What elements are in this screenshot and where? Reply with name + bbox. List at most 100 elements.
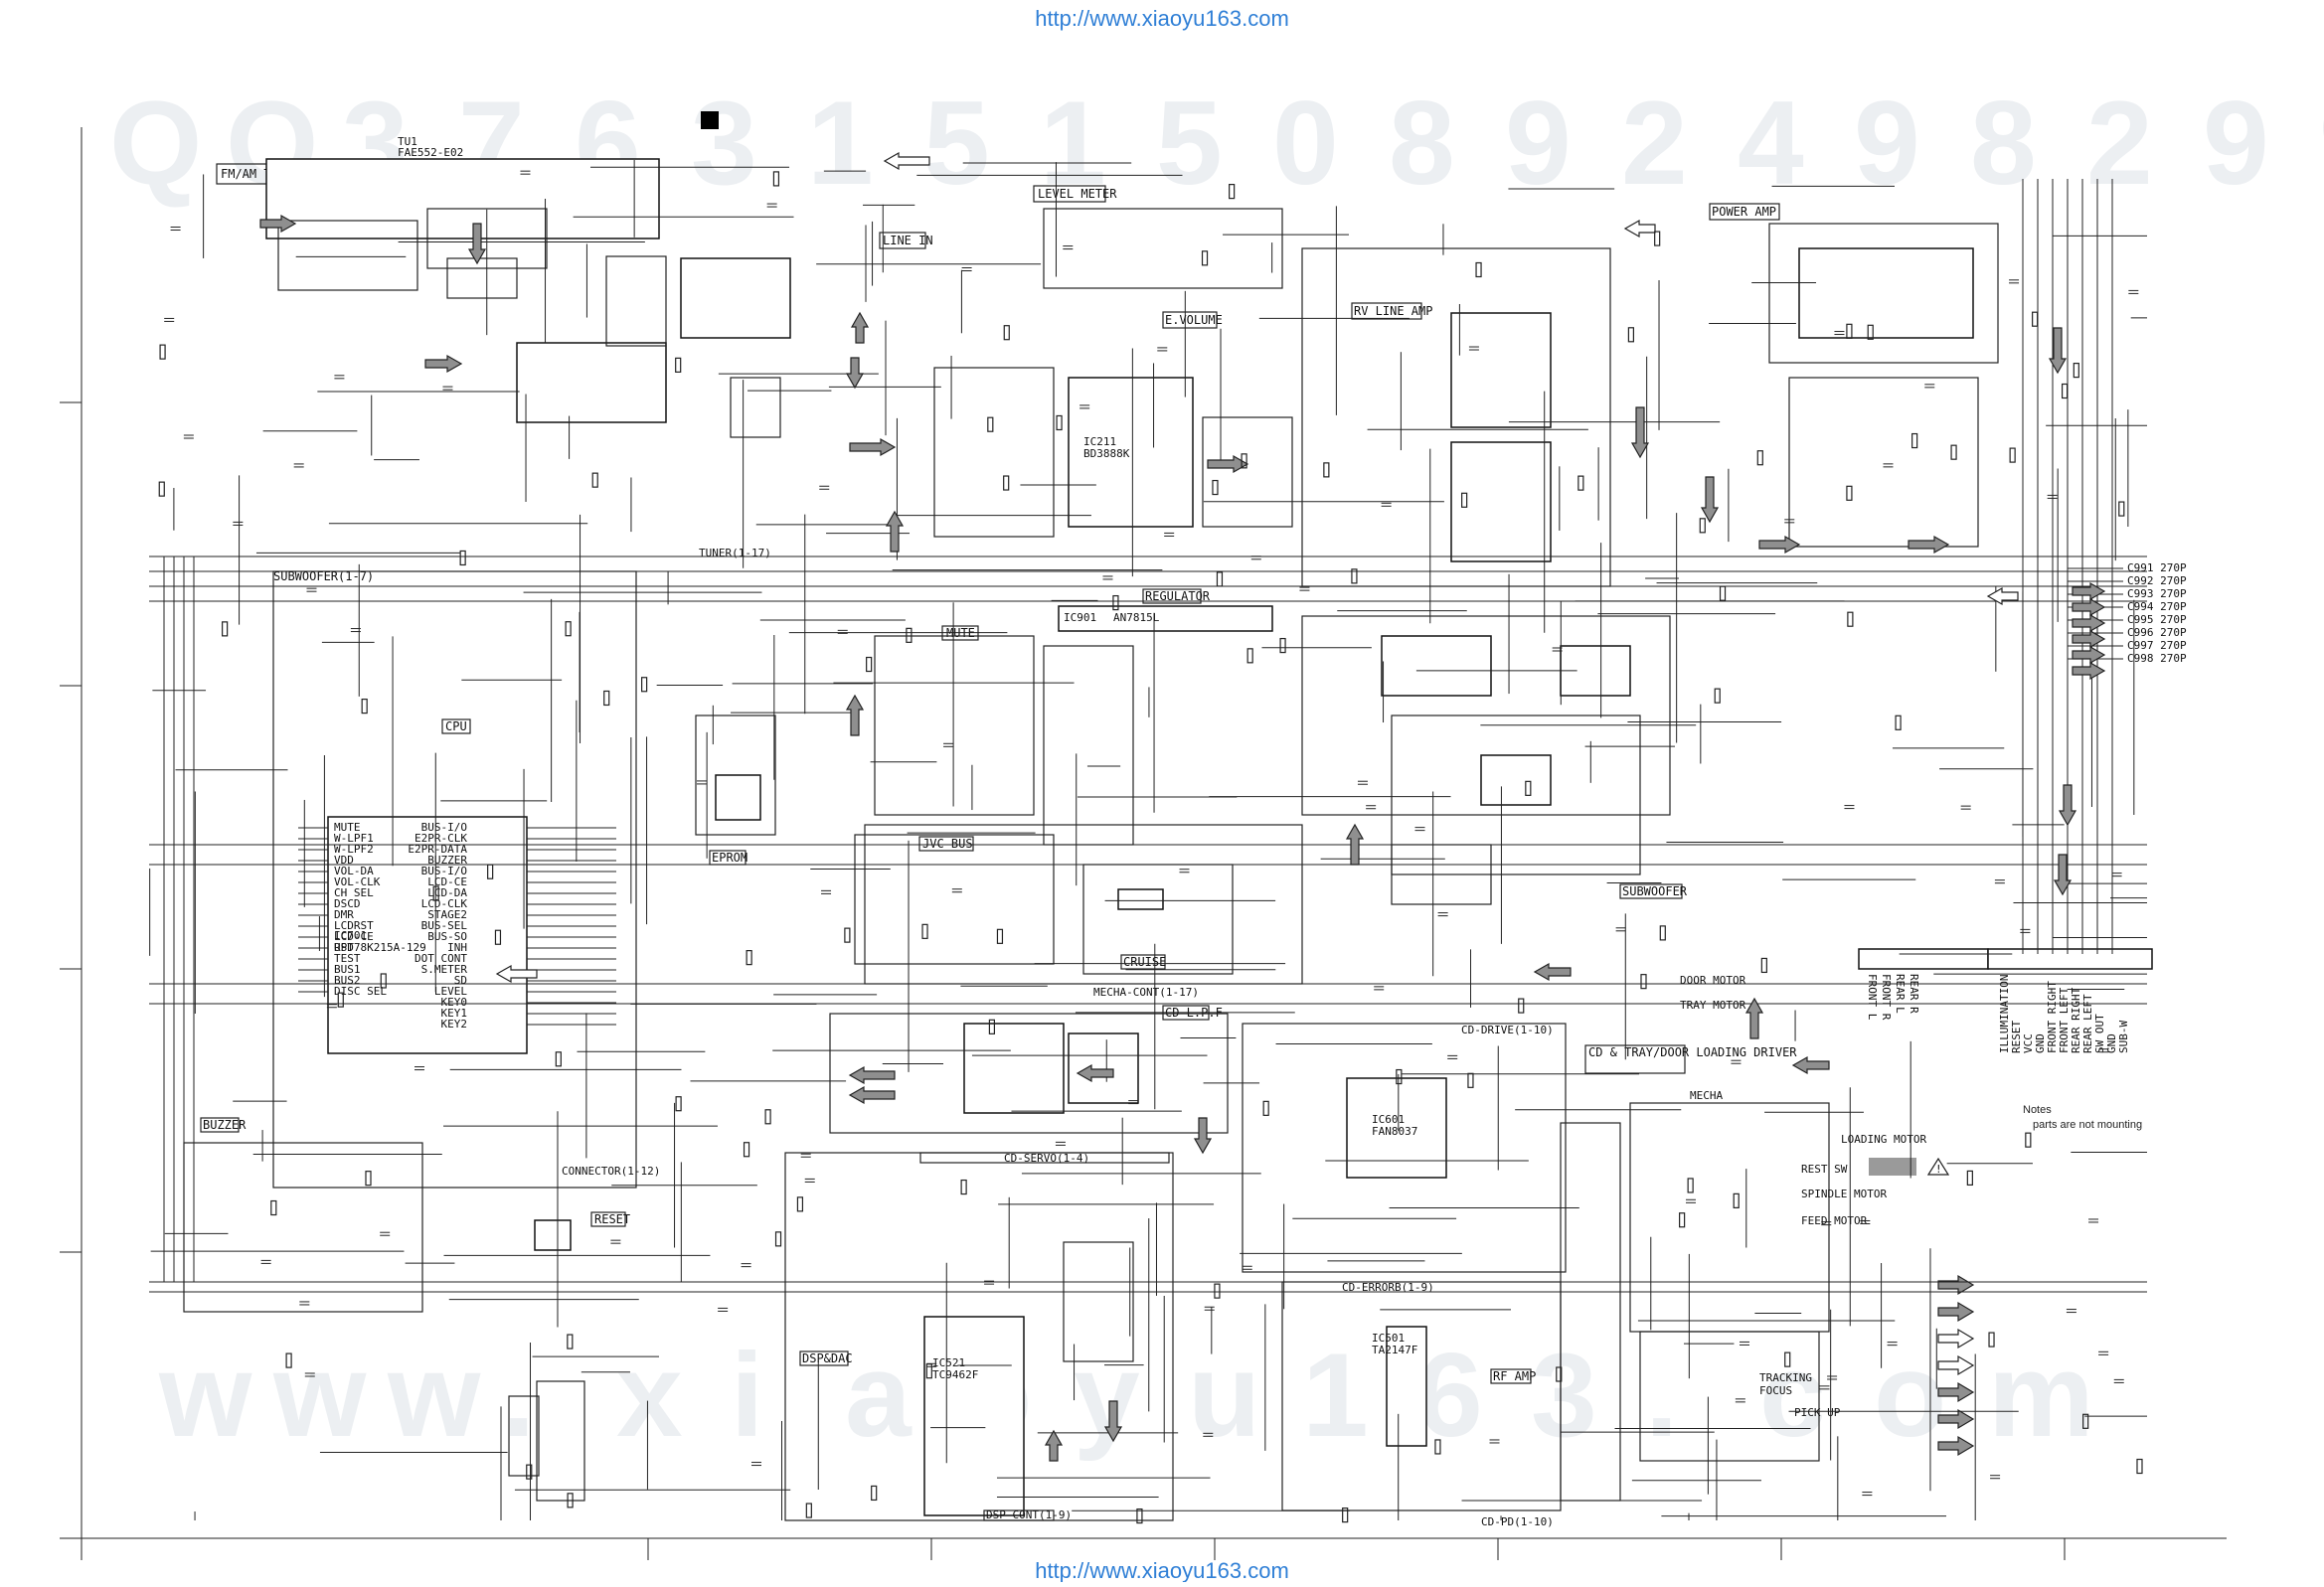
cpu-pin-label: LEVEL — [434, 985, 467, 998]
feed-motor-label: FEED MOTOR — [1801, 1214, 1868, 1227]
cd-driver-model: FAN8037 — [1372, 1125, 1417, 1138]
cpu-pin-label: DOT CONT — [415, 952, 467, 965]
cpu-section: CPU IC701 UPD78K215A-129 MUTEW-LPF1W-LPF… — [183, 547, 776, 1502]
power-amp-ic — [1798, 247, 1974, 339]
signal-arrow — [2072, 613, 2106, 633]
jvc-bus-label: JVC BUS — [922, 837, 973, 851]
watermark-char: 8 — [1389, 77, 1455, 210]
watermark-char: 3 — [1531, 1329, 1597, 1462]
cruise-label: CRUISE — [1123, 955, 1166, 969]
connector-label: GND — [2105, 1033, 2118, 1053]
rest-sw-label: REST SW — [1801, 1163, 1848, 1176]
signal-arrow — [1908, 535, 1950, 555]
watermark-char: 5 — [1156, 77, 1223, 210]
tuner-ref: TUNER(1-17) — [699, 547, 771, 559]
cpu-pin-label: BUS-SO — [427, 930, 467, 943]
connector-label: FRONT L — [1866, 974, 1879, 1021]
connector-label: REAR R — [1908, 974, 1920, 1014]
eprom-label: EPROM — [712, 851, 747, 865]
watermark-char: c — [1759, 1329, 1826, 1462]
connector-label: SUB-W — [2117, 1021, 2130, 1053]
cap-label: C997 270P — [2127, 639, 2187, 652]
power-amp-label: POWER AMP — [1712, 205, 1776, 219]
watermark-char: 2 — [1621, 77, 1688, 210]
cpu-pin-label: DMR — [334, 908, 354, 921]
legend-sub: parts are not mounting — [2033, 1119, 2142, 1131]
signal-arrow — [1700, 476, 1720, 524]
connector-label: REAR L — [1894, 974, 1907, 1014]
signal-arrow — [1207, 454, 1249, 474]
cpu-pin-label: RST — [334, 941, 354, 954]
cap-label: C996 270P — [2127, 626, 2187, 639]
watermark-char: i — [731, 1329, 763, 1462]
connector-label: ILLUMINATION — [1998, 975, 2011, 1053]
signal-arrow — [849, 437, 897, 457]
url-top: http://www.xiaoyu163.com — [1035, 6, 1289, 31]
watermark-char: . — [502, 1329, 535, 1462]
rf-ref: IC501 — [1372, 1332, 1405, 1345]
cpu-pin-label: STAGE2 — [427, 908, 467, 921]
tracking-label: TRACKING — [1759, 1371, 1812, 1384]
watermark-char: 1 — [807, 77, 874, 210]
signal-arrow-legend — [1937, 1274, 1975, 1457]
buzzer-label: BUZZER — [203, 1118, 247, 1132]
watermark-char: 9 — [2203, 77, 2269, 210]
watermark-char: y — [1074, 1329, 1140, 1462]
svg-text:!: ! — [1935, 1163, 1942, 1176]
subwoofer-label: SUBWOOFER — [1622, 884, 1688, 898]
signal-arrow — [883, 151, 930, 171]
cpu-pin-label: TEST — [334, 952, 361, 965]
signal-arrow — [495, 964, 538, 984]
level-meter-section: LEVEL METER LINE IN E.VOLUME IC211 BD388… — [879, 185, 1293, 538]
rv-line-amp-label: RV LINE AMP — [1354, 304, 1432, 318]
cd-errorb-label: CD-ERRORB(1-9) — [1342, 1281, 1434, 1294]
signal-arrow — [259, 214, 297, 234]
spindle-motor-label: SPINDLE MOTOR — [1801, 1188, 1887, 1200]
watermark-char: 2 — [2086, 77, 2153, 210]
url-bottom: http://www.xiaoyu163.com — [1035, 1558, 1289, 1582]
watermark-char: . — [1645, 1329, 1678, 1462]
components — [158, 170, 2143, 1524]
signal-arrow — [1076, 1063, 1114, 1083]
signal-arrow — [2072, 597, 2106, 617]
regulator-model: AN7815L — [1113, 611, 1160, 624]
cap-label: C991 270P — [2127, 561, 2187, 574]
watermark-char: 9 — [2319, 77, 2324, 210]
cpu-pin-label: KEY0 — [441, 996, 468, 1009]
signal-arrow — [2072, 645, 2106, 665]
cpu-pin-label: BUZZER — [427, 854, 467, 867]
cpu-ref: IC701 — [334, 929, 367, 942]
signal-arrow — [1623, 219, 1656, 238]
signal-arrow — [1791, 1055, 1830, 1075]
warning-icon — [1926, 1157, 1950, 1176]
watermark-char: 1 — [1040, 77, 1106, 210]
cpu-pin-label: BUS-I/O — [421, 865, 467, 877]
cpu-pin-label: KEY1 — [441, 1007, 468, 1020]
dsp-cont-label: DSP-CONT(1-9) — [986, 1508, 1072, 1521]
cpu-pin-label: MUTE — [334, 821, 361, 834]
tuner-module — [265, 158, 660, 239]
legend-arrow-icon — [1937, 1381, 1975, 1403]
signal-arrow — [848, 1065, 896, 1085]
watermark-char: 8 — [1970, 77, 2037, 210]
legend-arrow-icon — [1937, 1354, 1975, 1376]
cpu-pin-label: DISC SEL — [334, 985, 387, 998]
tuner-section: FM/AM TUNER TU1 FAE552-E02 — [216, 135, 791, 438]
signal-arrow — [424, 354, 463, 374]
cpu-right-pins: BUS-I/OE2PR-CLKE2PR-DATABUZZERBUS-I/OLCD… — [408, 821, 616, 1031]
signal-arrow — [1630, 406, 1650, 459]
dsp-dac-label: DSP&DAC — [802, 1351, 853, 1365]
frame — [60, 127, 2227, 1560]
watermark-char: 9 — [1854, 77, 1920, 210]
watermark-char: m — [1988, 1329, 2094, 1462]
jvc-bus-section: JVC BUS CRUISE — [854, 824, 1303, 985]
cap-label: C995 270P — [2127, 613, 2187, 626]
legend-arrow-icon — [1937, 1408, 1975, 1430]
watermark-char: a — [845, 1329, 913, 1462]
cpu-pin-label: CH SEL — [334, 886, 374, 899]
legend-swatch — [1869, 1158, 1916, 1176]
rf-amp-label: RF AMP — [1493, 1369, 1536, 1383]
cpu-pin-label: BUS-SEL — [421, 919, 468, 932]
cpu-pin-label: E2PR-CLK — [415, 832, 467, 845]
watermark-char: 5 — [923, 77, 990, 210]
